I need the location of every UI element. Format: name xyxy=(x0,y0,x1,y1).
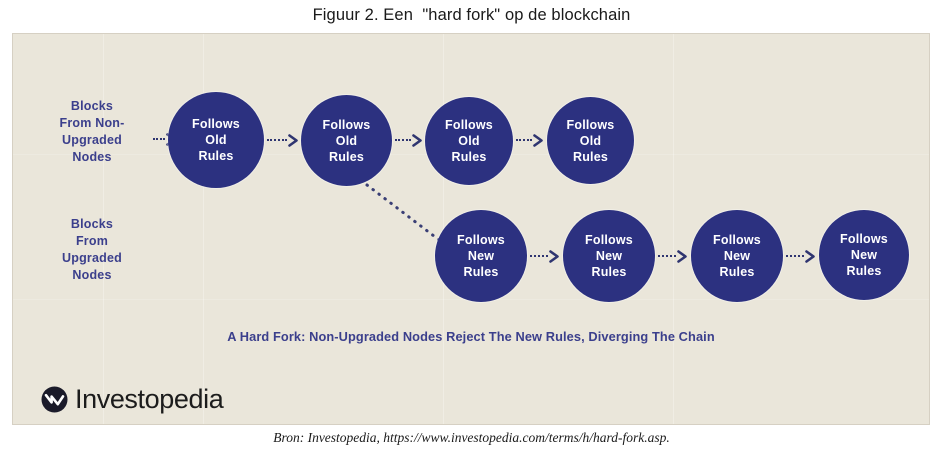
node-line: Follows xyxy=(566,117,615,132)
node-line: New xyxy=(850,248,878,262)
node-follows-old-rules-2[interactable]: Follows Old Rules xyxy=(301,95,392,186)
arrow-dots xyxy=(153,138,165,140)
node-line: Rules xyxy=(328,149,365,164)
arrow-head-icon xyxy=(412,133,423,147)
node-line: Follows xyxy=(457,233,505,247)
figure-canvas: Blocks From Non- Upgraded Nodes Blocks F… xyxy=(13,34,929,424)
arrow-old-2-to-old-3 xyxy=(395,133,423,147)
node-line: Rules xyxy=(719,265,755,279)
figure-title: Figuur 2. Een "hard fork" op de blockcha… xyxy=(312,6,631,24)
arrow-new-2-to-new-3 xyxy=(658,249,688,263)
label-line: Upgraded xyxy=(62,133,122,147)
node-follows-old-rules-3[interactable]: Follows Old Rules xyxy=(425,97,513,185)
node-line: Rules xyxy=(591,265,627,279)
node-line: Rules xyxy=(572,149,609,164)
arrow-dots xyxy=(516,139,532,141)
arrow-head-icon xyxy=(549,249,560,263)
arrow-new-3-to-new-4 xyxy=(786,249,816,263)
label-line: Blocks xyxy=(70,99,114,113)
node-line: Follows xyxy=(585,233,633,247)
arrow-dots xyxy=(658,255,676,257)
node-line: New xyxy=(467,249,495,263)
node-line: Follows xyxy=(840,232,888,246)
node-follows-new-rules-3[interactable]: Follows New Rules xyxy=(691,210,783,302)
label-line: Upgraded xyxy=(62,251,122,265)
label-line: Blocks xyxy=(70,217,114,231)
node-line: Old xyxy=(205,133,227,147)
arrow-dots xyxy=(267,139,287,141)
arrow-head-icon xyxy=(677,249,688,263)
label-line: From xyxy=(75,234,109,248)
texture-band xyxy=(673,34,674,424)
arrow-head-icon xyxy=(288,133,299,147)
node-line: New xyxy=(723,249,751,263)
node-line: Rules xyxy=(451,150,487,164)
node-line: Rules xyxy=(846,264,882,278)
node-line: Follows xyxy=(322,117,371,132)
figure-source: Bron: Investopedia, https://www.investop… xyxy=(273,430,670,445)
investopedia-logo: Investopedia xyxy=(41,384,224,414)
node-follows-old-rules-1[interactable]: Follows Old Rules xyxy=(168,92,264,188)
investopedia-z-mark-icon xyxy=(41,386,68,413)
node-follows-new-rules-2[interactable]: Follows New Rules xyxy=(563,210,655,302)
node-line: Rules xyxy=(198,149,234,163)
node-line: Follows xyxy=(445,118,493,132)
label-blocks-from-non-upgraded-nodes: Blocks From Non- Upgraded Nodes xyxy=(33,98,151,166)
node-line: Old xyxy=(579,133,602,148)
node-follows-new-rules-1[interactable]: Follows New Rules xyxy=(435,210,527,302)
arrow-dots xyxy=(395,139,411,141)
investopedia-wordmark: Investopedia xyxy=(75,384,224,414)
node-line: Follows xyxy=(713,233,761,247)
node-line: Old xyxy=(335,133,358,148)
arrow-old-1-to-old-2 xyxy=(267,133,299,147)
node-follows-old-rules-4[interactable]: Follows Old Rules xyxy=(547,97,634,184)
figure-image-frame: Blocks From Non- Upgraded Nodes Blocks F… xyxy=(12,33,930,425)
label-line: Nodes xyxy=(72,150,112,164)
node-line: New xyxy=(595,249,623,263)
node-line: Follows xyxy=(192,117,240,131)
arrow-new-1-to-new-2 xyxy=(530,249,560,263)
label-line: From Non- xyxy=(59,116,125,130)
figure-inner-caption: A Hard Fork: Non-Upgraded Nodes Reject T… xyxy=(227,329,715,344)
label-line: Nodes xyxy=(72,268,112,282)
label-blocks-from-upgraded-nodes: Blocks From Upgraded Nodes xyxy=(33,216,151,284)
arrow-head-icon xyxy=(805,249,816,263)
node-follows-new-rules-4[interactable]: Follows New Rules xyxy=(819,210,909,300)
node-line: Rules xyxy=(463,265,499,279)
arrow-head-icon xyxy=(533,133,544,147)
node-line: Old xyxy=(458,134,480,148)
arrow-old-3-to-old-4 xyxy=(516,133,544,147)
arrow-dots xyxy=(786,255,804,257)
arrow-dots xyxy=(530,255,548,257)
